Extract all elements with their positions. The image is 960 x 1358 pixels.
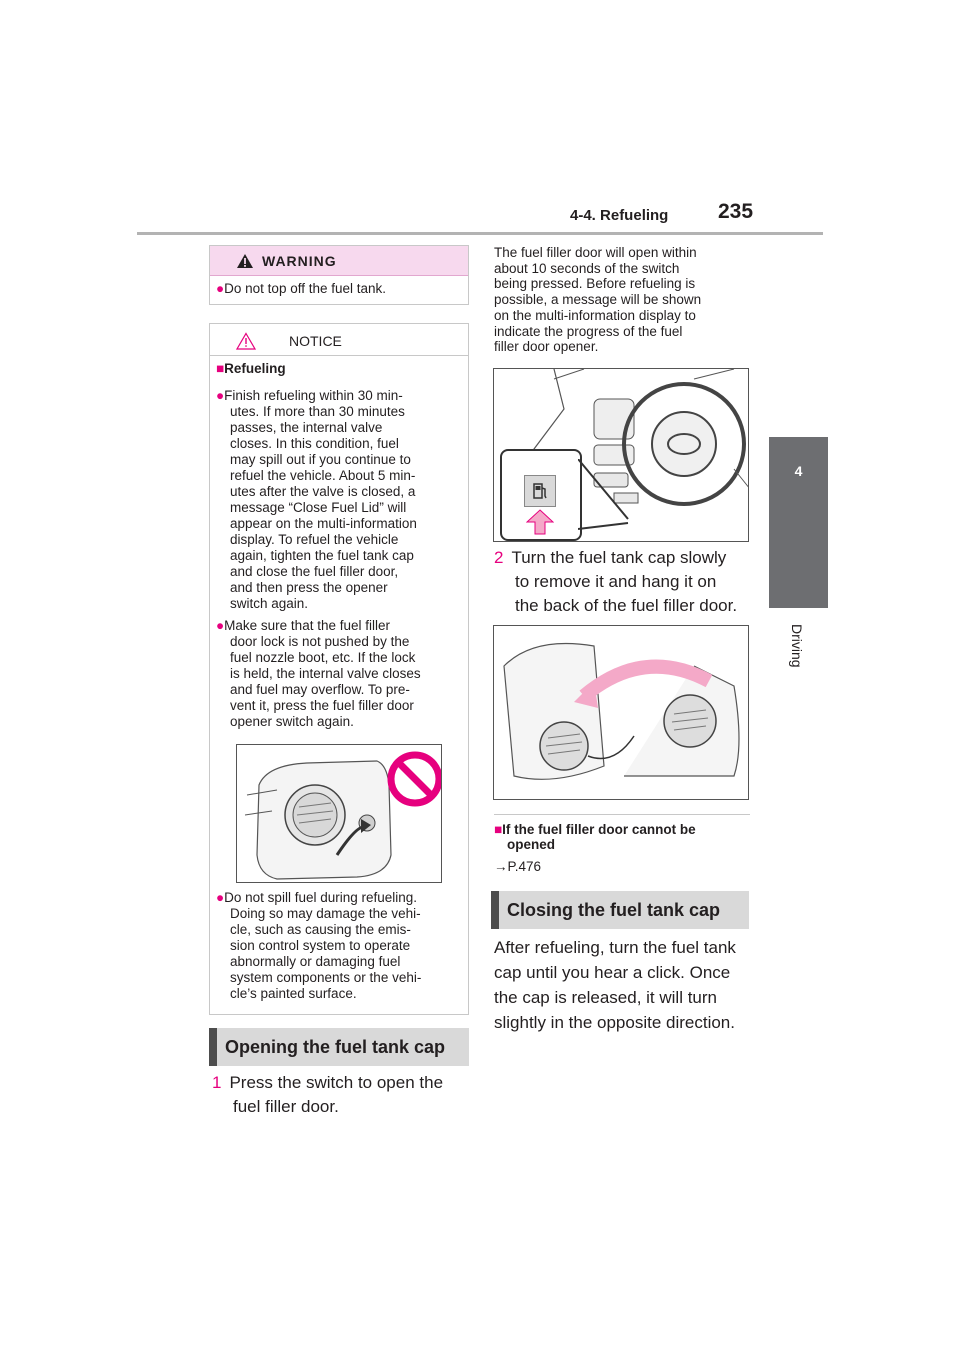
arrow-right-icon: →	[494, 859, 508, 874]
opener-switch-illustration	[493, 368, 749, 542]
closing-text: After refueling, turn the fuel tank cap …	[494, 938, 736, 1032]
dashboard-icon	[523, 369, 748, 541]
fuel-pump-icon	[533, 483, 547, 499]
bullet-icon: ●	[216, 890, 225, 905]
bullet-icon: ●	[216, 281, 225, 296]
notice-paragraph-3: ●Do not spill fuel during refueling. Doi…	[216, 890, 422, 1001]
section-title: 4-4. Refueling	[570, 207, 669, 224]
notice-subheading: ■Refueling	[216, 361, 286, 376]
fuel-door-lock-icon	[244, 751, 441, 880]
bullet-icon: ●	[216, 618, 225, 633]
page-number: 235	[718, 200, 754, 223]
section-rule	[494, 814, 750, 815]
header-rule	[137, 232, 823, 235]
notice-box: NOTICE ■Refueling ●Finish refueling with…	[209, 323, 469, 1015]
notice-paragraph-2: ●Make sure that the fuel filler door loc…	[216, 618, 421, 729]
chapter-tab: 4	[769, 437, 828, 608]
bullet-icon: ●	[216, 388, 225, 403]
callout-leader	[578, 459, 629, 530]
chapter-number: 4	[794, 463, 803, 479]
notice-paragraph-1: ●Finish refueling within 30 min- utes. I…	[216, 388, 417, 611]
fuel-cap-icon	[503, 643, 740, 780]
warning-item: ●Do not top off the fuel tank.	[216, 281, 387, 296]
warning-triangle-icon	[237, 254, 253, 268]
opening-section-heading: Opening the fuel tank cap	[209, 1028, 469, 1066]
fuel-door-lock-illustration	[236, 744, 442, 883]
opener-info: The fuel filler door will open within ab…	[494, 245, 702, 355]
sub-heading-door: ■If the fuel filler door cannot be opene…	[494, 822, 696, 852]
press-arrow-icon	[526, 509, 554, 535]
warning-header: WARNING	[210, 246, 468, 276]
warning-box: WARNING ●Do not top off the fuel tank.	[209, 245, 469, 305]
square-bullet-icon: ■	[216, 361, 225, 376]
fuel-cap-illustration	[493, 625, 749, 800]
closing-section-heading: Closing the fuel tank cap	[491, 891, 749, 929]
notice-title: NOTICE	[289, 333, 342, 349]
chapter-label: Driving	[789, 624, 805, 668]
fuel-opener-button	[524, 475, 556, 507]
square-bullet-icon: ■	[494, 822, 503, 837]
notice-header: NOTICE	[210, 324, 468, 356]
page-reference[interactable]: →P.476	[494, 859, 542, 874]
warning-title: WARNING	[262, 253, 337, 269]
switch-callout	[500, 449, 582, 541]
caution-triangle-icon	[236, 332, 256, 350]
